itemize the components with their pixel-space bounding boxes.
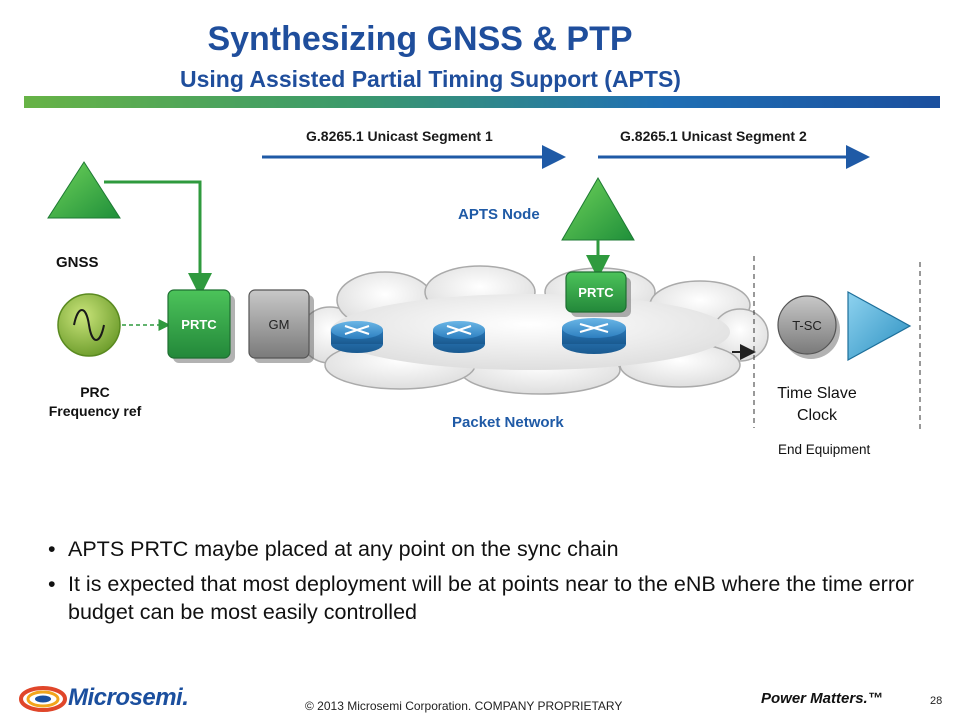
- time-slave-line1: Time Slave: [777, 385, 857, 402]
- end-equipment-icon: [847, 290, 912, 362]
- apts-node-label: APTS Node: [458, 206, 540, 223]
- sine-wave-icon: [73, 309, 105, 341]
- tagline: Power Matters.™: [761, 690, 883, 707]
- prc-label-line1: PRC: [80, 384, 110, 400]
- router-icon: [433, 321, 485, 353]
- slide-title: Synthesizing GNSS & PTP: [207, 20, 633, 58]
- prtc-left-label: PRTC: [181, 316, 217, 332]
- time-slave-clock-label: Time Slave Clock: [762, 383, 872, 426]
- prc-label: PRC Frequency ref: [30, 383, 160, 421]
- gm-box: [248, 289, 310, 359]
- gnss-antenna-icon: [47, 161, 121, 219]
- segment1-label: G.8265.1 Unicast Segment 1: [306, 128, 493, 144]
- prtc-apts-label: PRTC: [578, 284, 614, 300]
- tsc-label: T-SC: [792, 317, 822, 333]
- timing-diagram: [47, 145, 921, 430]
- router-icon: [562, 318, 626, 354]
- apts-gnss-antenna-icon: [561, 177, 635, 241]
- copyright-text: © 2013 Microsemi Corporation. COMPANY PR…: [305, 699, 623, 713]
- segment2-label: G.8265.1 Unicast Segment 2: [620, 128, 807, 144]
- end-equipment-label: End Equipment: [778, 442, 871, 457]
- gm-label: GM: [268, 316, 290, 332]
- gnss-label: GNSS: [56, 254, 99, 271]
- slide-subtitle: Using Assisted Partial Timing Support (A…: [180, 66, 681, 92]
- page-number: 28: [930, 695, 943, 707]
- microsemi-logo-text: Microsemi.: [68, 684, 189, 711]
- router-icon: [331, 321, 383, 353]
- header-gradient-bar: [24, 96, 940, 108]
- gnss-to-prtc-link: [104, 180, 212, 297]
- prc-label-line2: Frequency ref: [48, 402, 142, 419]
- microsemi-logo-icon: [19, 686, 67, 712]
- tsc-clock-node: [777, 295, 837, 355]
- prtc-apts-box: [565, 271, 627, 313]
- bullet-item: It is expected that most deployment will…: [48, 571, 928, 627]
- bullet-list: APTS PRTC maybe placed at any point on t…: [48, 536, 928, 634]
- prtc-left-box: [167, 289, 231, 359]
- bullet-item: APTS PRTC maybe placed at any point on t…: [48, 536, 928, 564]
- time-slave-line2: Clock: [796, 406, 837, 424]
- packet-network-label: Packet Network: [452, 414, 564, 431]
